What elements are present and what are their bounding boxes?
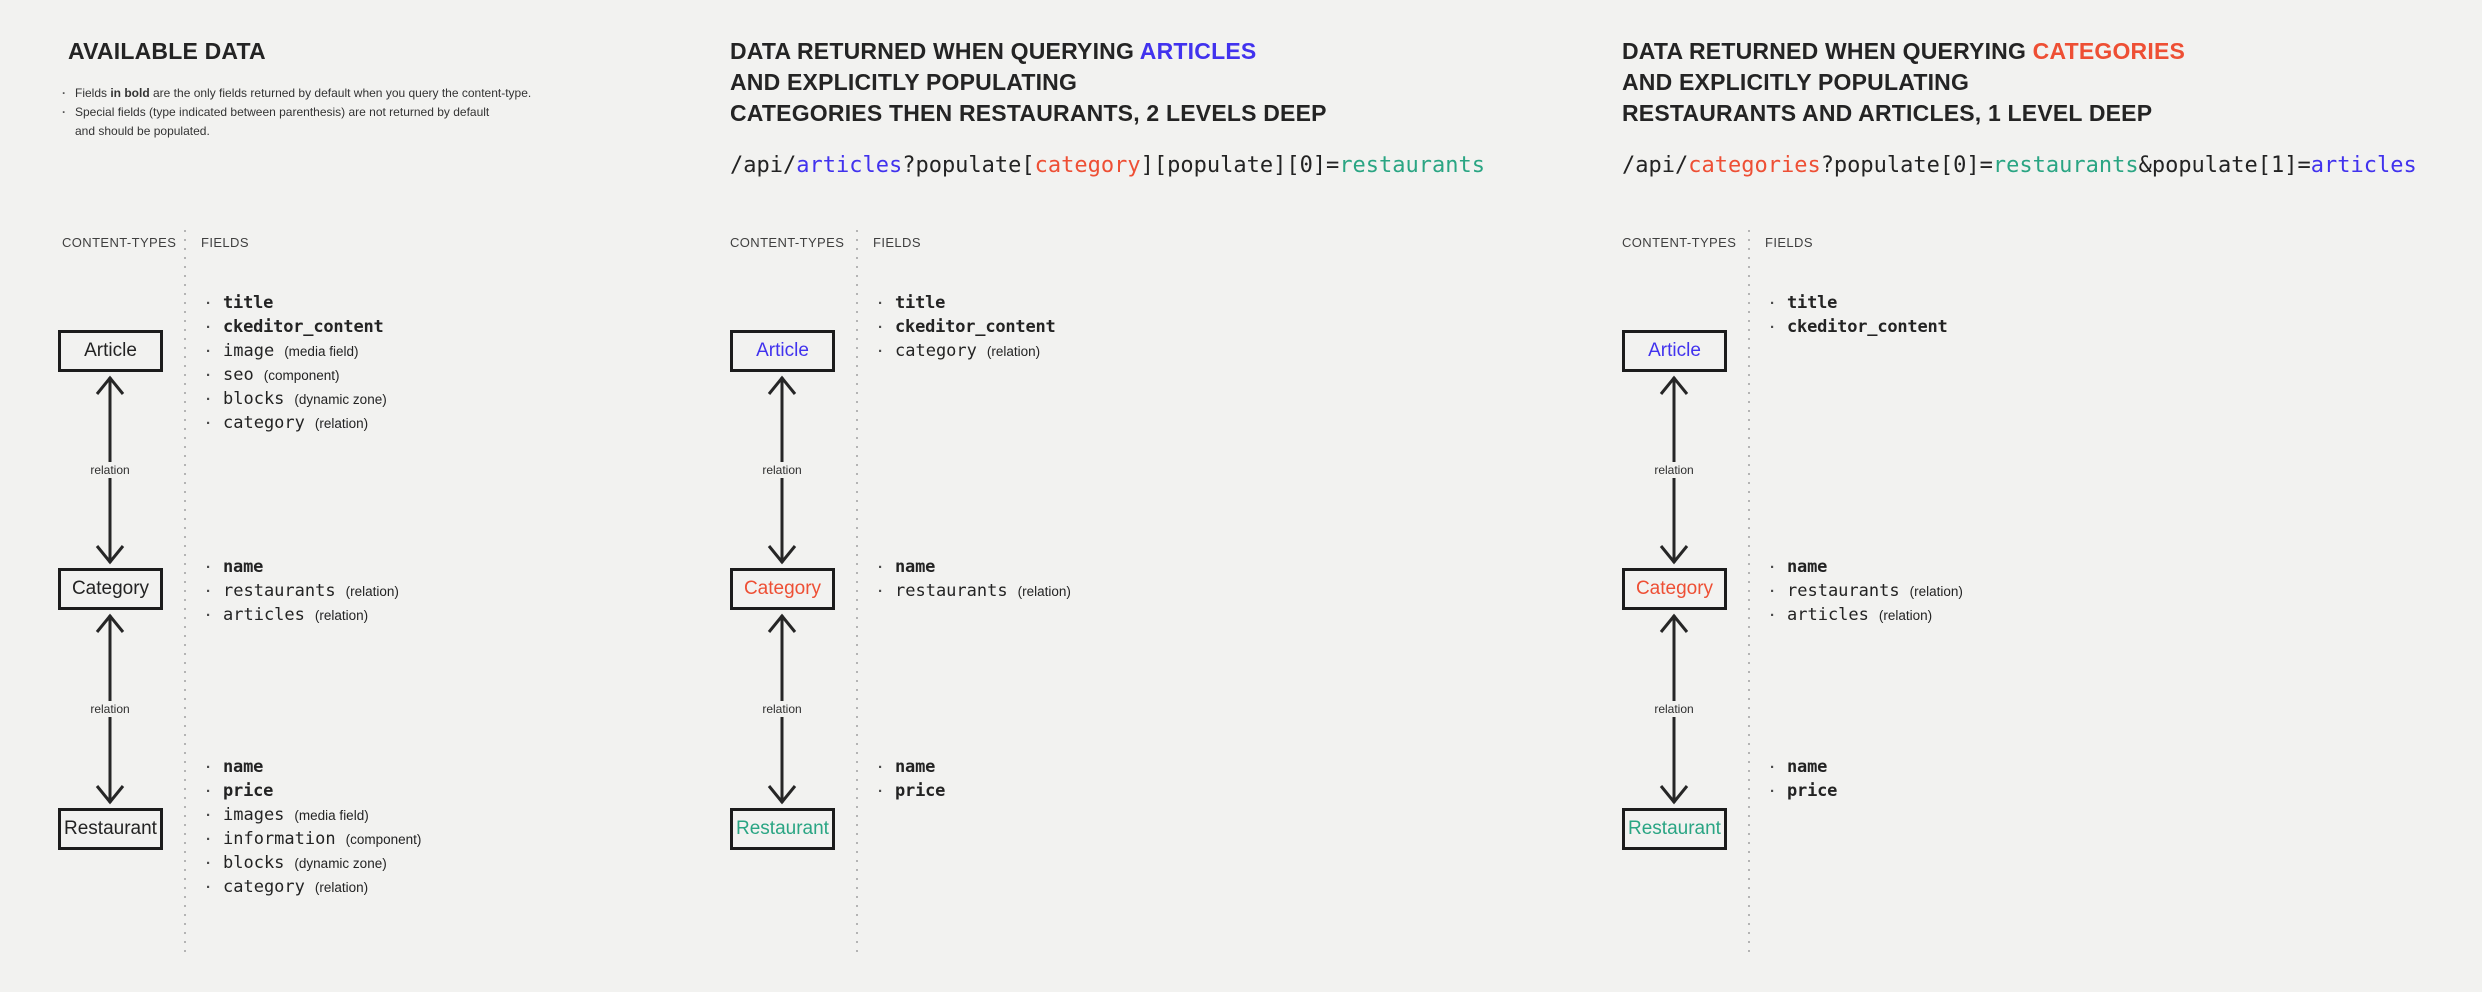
relation-arrow: relation (1644, 373, 1704, 567)
field-item: articles(relation) (1770, 603, 1963, 627)
field-item: price (878, 779, 945, 803)
notes-list: Fields in bold are the only fields retur… (62, 84, 602, 141)
field-item: ckeditor_content (1770, 315, 1948, 339)
panel-title-text: AVAILABLE DATA (68, 38, 266, 64)
category-box-label: Category (71, 578, 150, 599)
field-item: title (1770, 291, 1948, 315)
article-box: Article (1622, 330, 1727, 372)
api-url: /api/articles?populate[category][populat… (730, 153, 1486, 178)
restaurant-box-label: Restaurant (736, 818, 829, 839)
field-item: title (206, 291, 387, 315)
field-item: blocks(dynamic zone) (206, 851, 421, 875)
content-types-label: CONTENT-TYPES (62, 235, 177, 250)
accent-articles: ARTICLES (1139, 38, 1257, 64)
restaurant-box: Restaurant (730, 808, 835, 850)
field-item: articles(relation) (206, 603, 399, 627)
relation-label: relation (1649, 701, 1699, 717)
category-box: Category (58, 568, 163, 610)
article-box: Article (730, 330, 835, 372)
panel-available-data: AVAILABLE DATA Fields in bold are the on… (58, 0, 918, 992)
field-item: information(component) (206, 827, 421, 851)
relation-arrow: relation (80, 373, 140, 567)
bullet-icon (62, 103, 75, 141)
content-types-label: CONTENT-TYPES (1622, 235, 1737, 250)
field-item: seo(component) (206, 363, 387, 387)
article-box-label: Article (1648, 340, 1701, 361)
field-item: name (206, 555, 399, 579)
field-item: price (206, 779, 421, 803)
api-url: /api/categories?populate[0]=restaurants&… (1622, 153, 2417, 178)
field-item: image(media field) (206, 339, 387, 363)
category-fields-list: name restaurants(relation) articles(rela… (1770, 555, 1963, 627)
article-fields-list: title ckeditor_content category(relation… (878, 291, 1056, 363)
field-item: name (878, 755, 945, 779)
restaurant-fields-list: name price (878, 755, 945, 803)
column-divider (184, 230, 186, 958)
field-item: price (1770, 779, 1837, 803)
restaurant-fields-list: name price (1770, 755, 1837, 803)
article-fields-list: title ckeditor_content image(media field… (206, 291, 387, 435)
bullet-icon (62, 84, 75, 103)
panel-title: DATA RETURNED WHEN QUERYING ARTICLES AND… (730, 38, 1327, 126)
category-fields-list: name restaurants(relation) articles(rela… (206, 555, 399, 627)
panel-query-articles: DATA RETURNED WHEN QUERYING ARTICLES AND… (730, 0, 1590, 992)
column-divider (856, 230, 858, 958)
restaurant-box-label: Restaurant (64, 818, 157, 839)
panel-query-categories: DATA RETURNED WHEN QUERYING CATEGORIES A… (1622, 0, 2482, 992)
field-item: name (1770, 755, 1837, 779)
article-box-label: Article (756, 340, 809, 361)
field-item: restaurants(relation) (878, 579, 1071, 603)
fields-label: FIELDS (201, 235, 249, 250)
relation-arrow: relation (752, 611, 812, 807)
category-fields-list: name restaurants(relation) (878, 555, 1071, 603)
category-box: Category (1622, 568, 1727, 610)
field-item: category(relation) (206, 411, 387, 435)
field-item: restaurants(relation) (1770, 579, 1963, 603)
article-fields-list: title ckeditor_content (1770, 291, 1948, 339)
column-divider (1748, 230, 1750, 958)
restaurant-box: Restaurant (58, 808, 163, 850)
page-title: AVAILABLE DATA (68, 36, 266, 67)
category-box: Category (730, 568, 835, 610)
field-item: images(media field) (206, 803, 421, 827)
field-item: category(relation) (206, 875, 421, 899)
relation-label: relation (1649, 462, 1699, 478)
article-box: Article (58, 330, 163, 372)
accent-categories: CATEGORIES (2032, 38, 2186, 64)
content-types-label: CONTENT-TYPES (730, 235, 845, 250)
fields-label: FIELDS (1765, 235, 1813, 250)
restaurant-box-label: Restaurant (1628, 818, 1721, 839)
field-item: name (1770, 555, 1963, 579)
note-item: Fields in bold are the only fields retur… (62, 84, 602, 103)
field-item: restaurants(relation) (206, 579, 399, 603)
fields-label: FIELDS (873, 235, 921, 250)
note-item: Special fields (type indicated between p… (62, 103, 602, 141)
field-item: ckeditor_content (878, 315, 1056, 339)
field-item: name (206, 755, 421, 779)
field-item: title (878, 291, 1056, 315)
restaurant-box: Restaurant (1622, 808, 1727, 850)
relation-label: relation (85, 701, 135, 717)
relation-label: relation (85, 462, 135, 478)
relation-arrow: relation (1644, 611, 1704, 807)
field-item: category(relation) (878, 339, 1056, 363)
relation-arrow: relation (80, 611, 140, 807)
relation-arrow: relation (752, 373, 812, 567)
restaurant-fields-list: name price images(media field) informati… (206, 755, 421, 899)
category-box-label: Category (743, 578, 822, 599)
field-item: ckeditor_content (206, 315, 387, 339)
category-box-label: Category (1635, 578, 1714, 599)
field-item: blocks(dynamic zone) (206, 387, 387, 411)
panel-title: DATA RETURNED WHEN QUERYING CATEGORIES A… (1622, 38, 2186, 126)
article-box-label: Article (84, 340, 137, 361)
relation-label: relation (757, 462, 807, 478)
field-item: name (878, 555, 1071, 579)
relation-label: relation (757, 701, 807, 717)
